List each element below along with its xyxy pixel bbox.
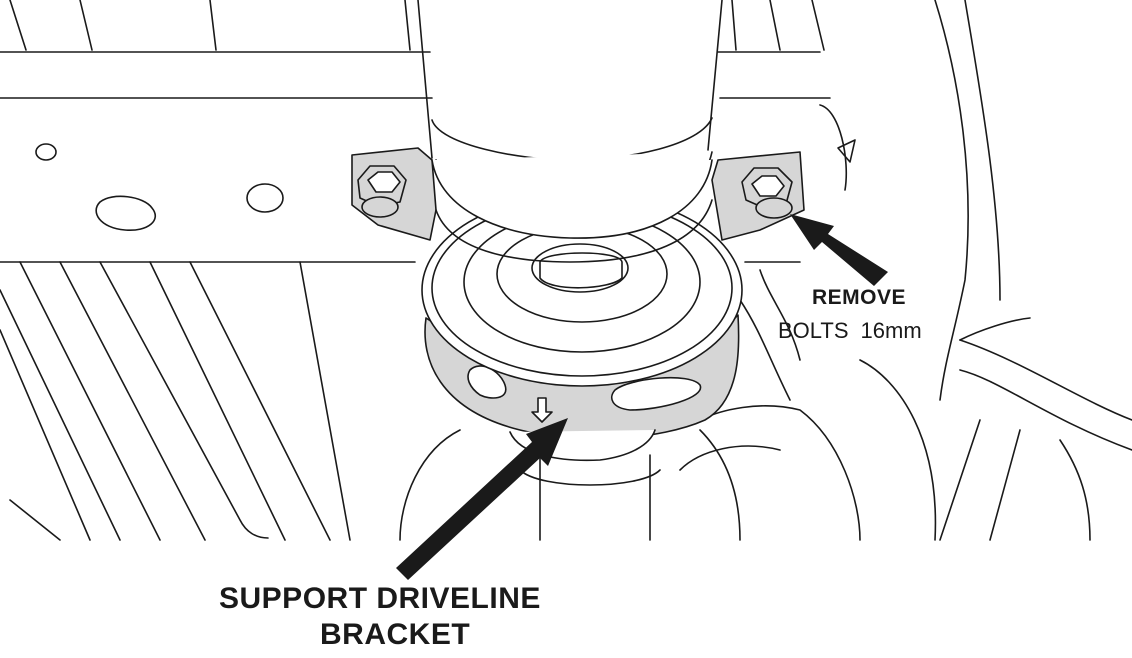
frame-hole xyxy=(35,143,57,161)
bolts-label: BOLTS 16mm xyxy=(778,318,922,344)
right-body-panel xyxy=(679,0,1132,541)
remove-callout-arrow xyxy=(790,214,888,286)
bolts-leader-line xyxy=(959,317,1031,341)
lower-driveshaft xyxy=(399,429,741,541)
remove-label: REMOVE xyxy=(812,286,907,309)
frame-crossmember xyxy=(0,0,831,263)
frame-slot xyxy=(95,195,157,231)
left-bolt xyxy=(357,165,407,218)
bolt-size-text: 16mm xyxy=(860,318,922,343)
direction-arrow xyxy=(531,397,553,423)
right-bolt xyxy=(741,167,793,219)
frame-hole xyxy=(246,183,284,213)
support-label-line1: SUPPORT DRIVELINE xyxy=(219,582,541,615)
bolts-text: BOLTS xyxy=(778,318,849,343)
lower-frame-rails xyxy=(0,261,351,541)
support-callout-arrow xyxy=(396,418,568,580)
center-bearing-housing xyxy=(351,147,805,387)
support-label-line2: BRACKET xyxy=(320,618,471,651)
